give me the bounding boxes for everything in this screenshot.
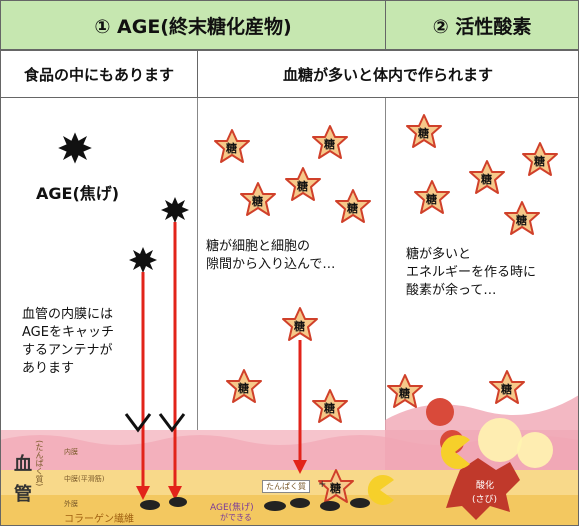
- sugar-glyph: 糖: [226, 142, 237, 155]
- sugar-glyph: 糖: [426, 193, 437, 206]
- pacman-1: [440, 434, 470, 469]
- red-arrows: [141, 222, 302, 488]
- subheader-body: 血糖が多いと体内で作られます: [197, 50, 579, 98]
- receptor-text-1: 血管の内膜には: [22, 307, 114, 322]
- subheader-food: 食品の中にもあります: [0, 50, 198, 98]
- sugar-glyph: 糖: [347, 202, 358, 215]
- age-blobs: [140, 497, 370, 511]
- vessel-protein-label: (たんぱく質): [35, 440, 44, 487]
- age-food-label: AGE(焦げ): [36, 184, 120, 203]
- sugar-glyph: 糖: [252, 195, 263, 208]
- sugar-glyph: 糖: [297, 180, 308, 193]
- ros-text-3: 酸素が余って…: [406, 283, 497, 298]
- sugar-glyph: 糖: [501, 383, 512, 396]
- receptor-text-2: AGEをキャッチ: [22, 325, 114, 340]
- sugar-glyph: 糖: [516, 214, 527, 227]
- sugar-glyph: 糖: [330, 482, 341, 495]
- age-splat-3: [129, 247, 157, 273]
- vessel-layer-inner: 内膜: [64, 448, 78, 456]
- sugar-glyph: 糖: [324, 402, 335, 415]
- vessel-layer-outer: 外膜: [64, 500, 78, 508]
- sugar-glyph: 糖: [399, 387, 410, 400]
- vessel-age-caption-2: ができる: [220, 513, 252, 522]
- vessel-illustration: [0, 395, 579, 526]
- ros-text-1: 糖が多いと: [406, 247, 472, 262]
- vessel-age-caption: AGE(焦げ): [210, 503, 254, 513]
- vessel-protein-box: たんぱく質: [262, 480, 310, 493]
- ros-text-2: エネルギーを作る時に: [406, 265, 537, 280]
- sugar-glyph: 糖: [294, 320, 305, 333]
- age-splat-2: [161, 197, 189, 223]
- vessel-char-1: 血: [14, 454, 32, 475]
- sugar-glyph: 糖: [534, 155, 545, 168]
- sugar-text-2: 隙間から入り込んで…: [206, 257, 336, 272]
- vessel-rust: (さび): [472, 495, 498, 505]
- receptor-text-4: あります: [22, 361, 75, 376]
- pacman-2: [367, 475, 394, 506]
- sugar-glyph: 糖: [418, 127, 429, 140]
- vessel-layer-middle: 中膜(平滑筋): [64, 475, 105, 483]
- receptor-antennas: [124, 413, 186, 433]
- sugar-glyph: 糖: [481, 173, 492, 186]
- sugar-glyph: 糖: [238, 382, 249, 395]
- column-divider-2: [385, 98, 386, 526]
- vessel-collagen: コラーゲン繊維: [64, 514, 134, 525]
- vessel-char-2: 管: [14, 484, 32, 505]
- vessel-oxidation: 酸化: [476, 481, 495, 491]
- sugar-text-1: 糖が細胞と細胞の: [206, 239, 311, 254]
- sugar-glyph: 糖: [324, 138, 335, 151]
- receptor-text-3: するアンテナが: [22, 343, 113, 358]
- vessel-plus: +: [318, 479, 327, 490]
- header-ros: ② 活性酸素: [385, 0, 579, 50]
- column-divider-1: [197, 98, 198, 526]
- header-age: ① AGE(終末糖化産物): [0, 0, 386, 50]
- age-splat-1: [58, 132, 92, 164]
